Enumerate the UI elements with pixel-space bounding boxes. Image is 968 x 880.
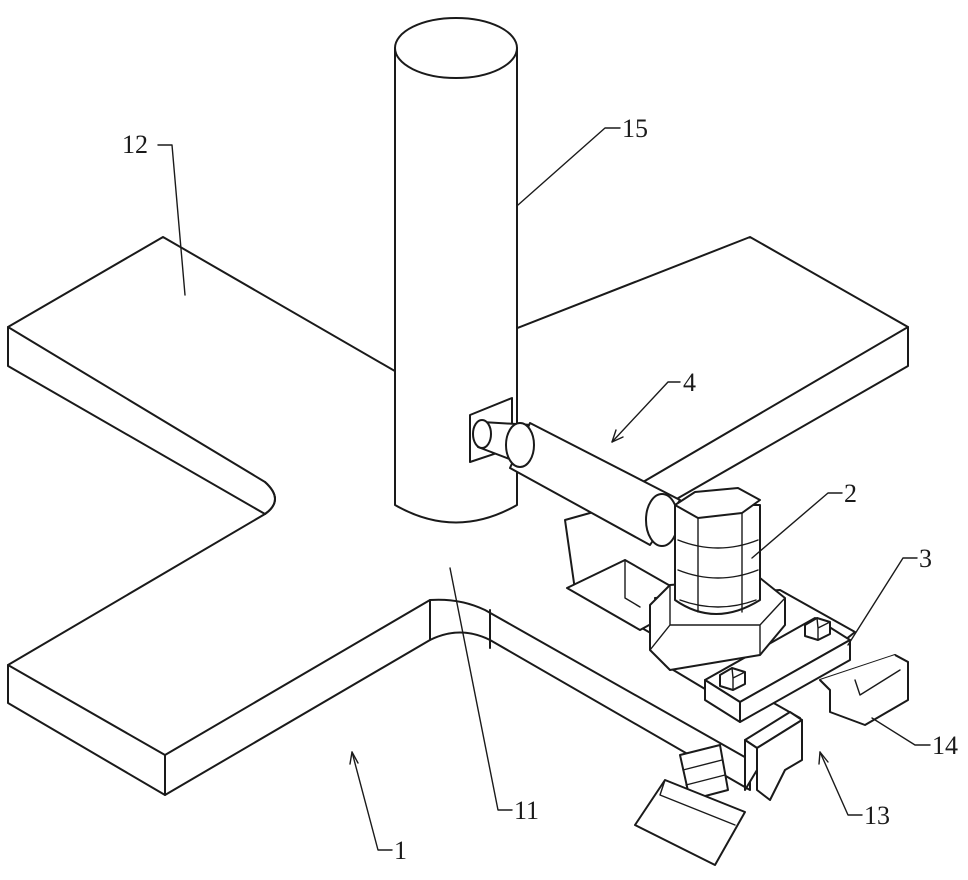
label-13: 13 xyxy=(864,801,890,830)
label-3: 3 xyxy=(919,544,932,573)
label-11: 11 xyxy=(514,796,539,825)
column-top-ellipse xyxy=(395,18,517,78)
threaded-cylinder xyxy=(675,505,760,614)
rod-sleeve-left-end xyxy=(506,423,534,467)
leader-2 xyxy=(752,493,842,558)
label-12: 12 xyxy=(122,130,148,159)
rod-thin-end xyxy=(473,420,491,448)
label-2: 2 xyxy=(844,479,857,508)
leader-14 xyxy=(872,718,930,745)
label-1: 1 xyxy=(394,836,407,865)
leader-1 xyxy=(352,752,392,850)
leader-13 xyxy=(820,752,862,815)
leader-13-arrow xyxy=(819,752,828,764)
leader-15 xyxy=(518,128,620,205)
lower-screw-foot xyxy=(635,745,745,865)
rod-sleeve-right-end xyxy=(646,494,678,546)
leader-3 xyxy=(848,558,917,645)
label-14: 14 xyxy=(932,731,958,760)
label-15: 15 xyxy=(622,114,648,143)
label-4: 4 xyxy=(683,368,696,397)
